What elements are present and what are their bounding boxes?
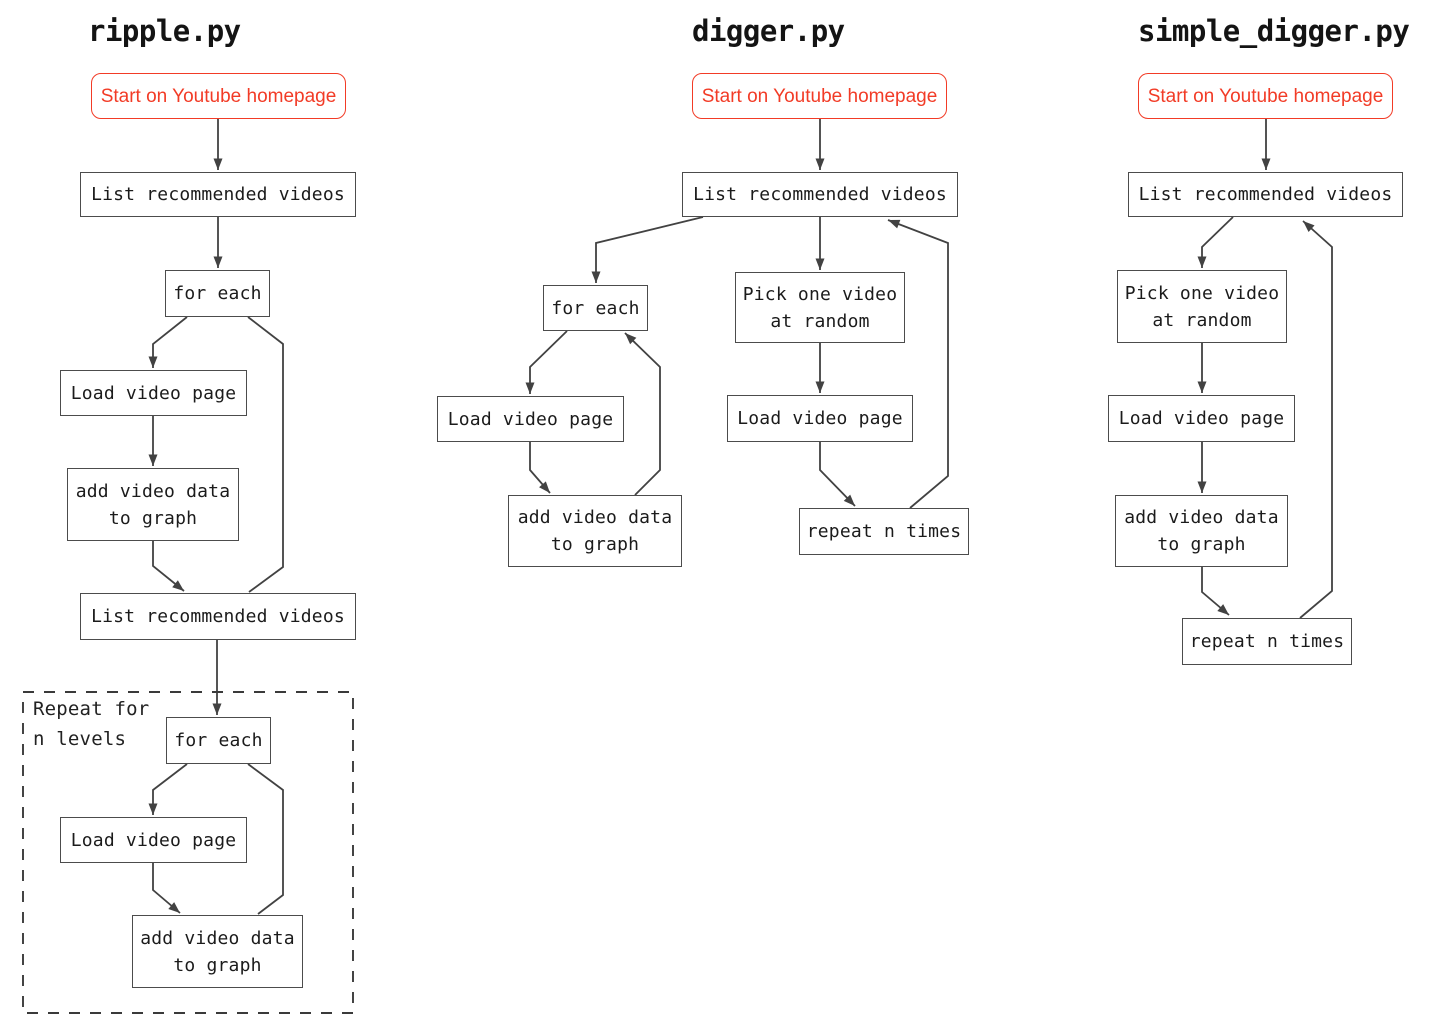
- edge-digger-foreach-to-load: [525, 330, 568, 394]
- edge-simple-list-to-pick: [1197, 216, 1234, 268]
- node-list-recommended: List recommended videos: [1128, 172, 1403, 217]
- repeat-group-outline: [22, 691, 354, 1014]
- node-load-video-page: Load video page: [1108, 395, 1295, 442]
- node-repeat-n-times: repeat n times: [799, 508, 969, 555]
- edge-digger-load2-to-repeat: [819, 442, 856, 507]
- node-add-video-data: add video data to graph: [1115, 495, 1288, 567]
- node-load-video-page-right: Load video page: [727, 395, 913, 442]
- node-add-video-data-1: add video data to graph: [67, 468, 239, 541]
- node-list-recommended-1: List recommended videos: [80, 172, 356, 217]
- edge-ripple-foreach-to-load: [148, 316, 188, 368]
- node-start-homepage: Start on Youtube homepage: [692, 73, 947, 119]
- edge-ripple-foreach2-bypass-to-add2: [247, 763, 284, 915]
- edge-ripple-add-to-list2: [152, 541, 185, 592]
- edge-digger-add-to-foreach-return: [624, 332, 661, 496]
- diagram-title-digger: digger.py: [692, 14, 845, 48]
- diagram-title-ripple: ripple.py: [88, 14, 241, 48]
- diagram-title-simple-digger: simple_digger.py: [1138, 14, 1410, 48]
- node-pick-one-video: Pick one video at random: [735, 272, 905, 343]
- edge-ripple-foreach2-to-load2: [148, 763, 188, 815]
- node-pick-one-video: Pick one video at random: [1117, 270, 1287, 343]
- repeat-for-n-levels-label: Repeat for n levels: [33, 698, 150, 750]
- edge-digger-list-to-foreach: [591, 216, 704, 283]
- node-start-homepage: Start on Youtube homepage: [91, 73, 346, 119]
- edge-ripple-foreach-bypass-to-list2: [247, 316, 284, 593]
- node-start-homepage: Start on Youtube homepage: [1138, 73, 1393, 119]
- node-load-video-page-2: Load video page: [60, 817, 247, 863]
- edge-simple-repeat-to-list-return: [1299, 220, 1333, 619]
- edge-ripple-load2-to-add2: [152, 863, 181, 914]
- node-add-video-data: add video data to graph: [508, 495, 682, 567]
- node-load-video-page-1: Load video page: [60, 370, 247, 416]
- edge-digger-repeat-to-list-return: [887, 219, 949, 509]
- node-add-video-data-2: add video data to graph: [132, 915, 303, 988]
- node-list-recommended: List recommended videos: [682, 172, 958, 217]
- node-list-recommended-2: List recommended videos: [80, 593, 356, 640]
- node-load-video-page-left: Load video page: [437, 396, 624, 442]
- node-repeat-n-times: repeat n times: [1182, 618, 1352, 665]
- edge-digger-load-to-add: [529, 442, 551, 494]
- node-for-each-1: for each: [165, 270, 270, 317]
- node-for-each: for each: [543, 285, 648, 331]
- node-for-each-2: for each: [166, 717, 271, 764]
- edge-simple-add-to-repeat: [1201, 567, 1230, 616]
